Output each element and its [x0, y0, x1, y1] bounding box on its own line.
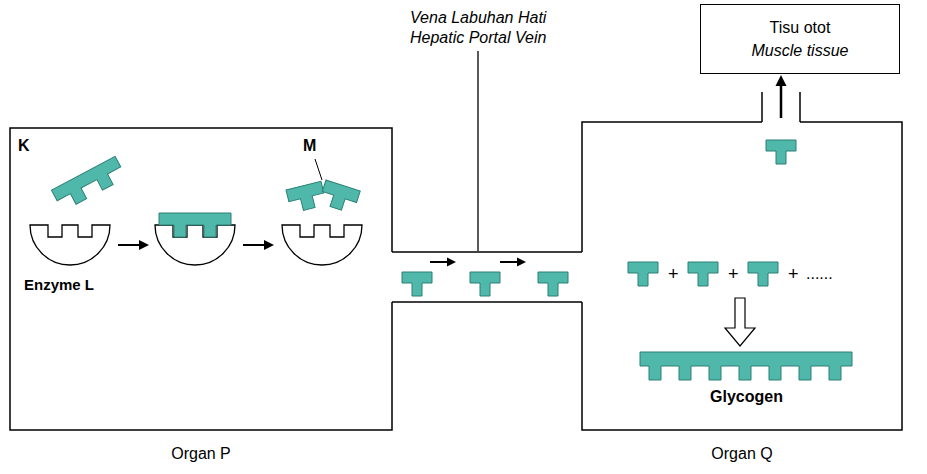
molecule-label: M — [303, 136, 316, 155]
tissue-box: Tisu ototMuscle tissue — [700, 4, 900, 74]
reaction-arrowhead — [139, 240, 149, 250]
flow-arrow — [780, 84, 783, 118]
vessel-wall — [392, 301, 582, 303]
vessel-label: Vena Labuhan Hati — [410, 8, 546, 27]
glycogen-chain — [640, 352, 852, 380]
organ-wall — [10, 128, 392, 430]
enzyme-shape — [282, 225, 362, 265]
glucose-molecule — [688, 262, 718, 286]
arrowhead — [447, 258, 456, 267]
enzyme-label: Enzyme L — [24, 276, 94, 294]
glucose-molecule — [628, 262, 658, 286]
organ-label: Organ P — [10, 444, 392, 463]
connector — [762, 75, 800, 122]
connector — [392, 252, 582, 302]
product-label: Glycogen — [710, 387, 783, 406]
reaction-arrow — [243, 244, 266, 246]
glucose-molecule — [766, 140, 796, 164]
vessel-wall — [761, 92, 763, 122]
glucose-molecule — [538, 272, 568, 296]
organ-wall — [582, 122, 902, 430]
plus-sign: + — [788, 264, 799, 285]
arrowhead — [776, 75, 787, 86]
organ-outline — [582, 122, 902, 430]
plus-sign: + — [728, 264, 739, 285]
organ-label: Organ Q — [582, 444, 902, 463]
vessel-wall — [392, 251, 582, 253]
vessel-label: Hepatic Portal Vein — [410, 28, 546, 47]
ellipsis: ...... — [806, 264, 833, 283]
leader-line — [477, 51, 478, 251]
enzyme-shape — [155, 225, 235, 265]
organ-outline: Organ Q — [582, 122, 902, 430]
tissue-label: Muscle tissue — [752, 41, 849, 60]
product-molecule — [319, 180, 361, 214]
leader-line — [315, 159, 322, 180]
vessel-wall — [799, 92, 801, 122]
molecule-label: K — [18, 136, 30, 155]
reaction-arrowhead — [264, 240, 274, 250]
product-molecule — [286, 181, 327, 213]
tissue-label: Tisu otot — [770, 18, 831, 37]
arrowhead — [517, 258, 526, 267]
glucose-molecule — [402, 272, 432, 296]
substrate-molecule — [52, 156, 127, 211]
plus-sign: + — [668, 264, 679, 285]
hollow-arrow — [725, 298, 755, 346]
glucose-molecule — [470, 272, 500, 296]
reaction-arrow — [118, 244, 141, 246]
glucose-molecule — [748, 262, 778, 286]
bound-substrate — [159, 213, 231, 237]
enzyme-shape — [30, 225, 110, 265]
